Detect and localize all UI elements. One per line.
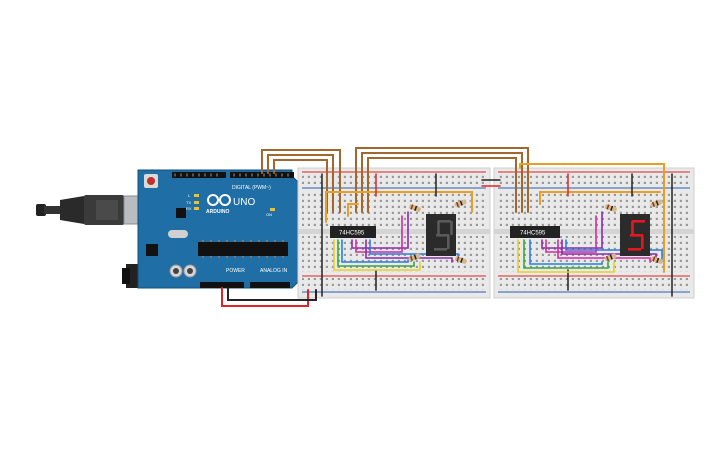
segment-d [434, 248, 447, 251]
digital-header-right [230, 172, 294, 178]
led-label-rx: RX [186, 206, 192, 211]
segment-c [641, 235, 644, 249]
power-header-label: POWER [226, 268, 245, 274]
led-label-tx: TX [186, 200, 191, 205]
wires-segment-right [517, 211, 663, 273]
resistors-right [604, 199, 663, 264]
breadboard-left [297, 167, 491, 299]
segment-a [632, 220, 645, 223]
arduino-logo-icon [207, 194, 231, 206]
wires-power [221, 173, 673, 307]
segment-f [631, 221, 634, 235]
segment-d [628, 248, 641, 251]
segment-g [436, 234, 449, 237]
arduino-uno-board: DIGITAL (PWM~) UNO ARDUINO L TX RX ON [137, 169, 299, 289]
analog-header [250, 282, 290, 288]
power-header [200, 282, 244, 288]
logo-text: ARDUINO [206, 209, 229, 215]
seven-segment-display-right [620, 214, 650, 256]
crystal [168, 230, 188, 238]
shift-register-left: 74HC595 [330, 226, 376, 238]
resistors-left [408, 199, 467, 264]
segment-b [450, 221, 453, 235]
model-text: UNO [233, 197, 255, 208]
digital-header-label: DIGITAL (PWM~) [232, 185, 271, 191]
status-leds: L TX RX ON [186, 193, 275, 217]
atmega-chip [198, 240, 288, 258]
segment-g [630, 234, 643, 237]
analog-header-label: ANALOG IN [260, 268, 288, 274]
segment-a [438, 220, 451, 223]
ic-label-left: 74HC595 [339, 231, 365, 237]
wires-brown [261, 147, 529, 213]
segment-f [437, 221, 440, 235]
on-label: ON [266, 212, 272, 217]
usb-chip [176, 208, 186, 218]
seven-segment-display-left [426, 214, 456, 256]
regulator [146, 244, 158, 256]
ic-label-right: 74HC595 [520, 231, 546, 237]
wires-orange [325, 163, 665, 273]
led-label-l: L [188, 193, 191, 198]
segment-c [447, 235, 450, 249]
shift-register-right: 74HC595 [510, 226, 560, 238]
